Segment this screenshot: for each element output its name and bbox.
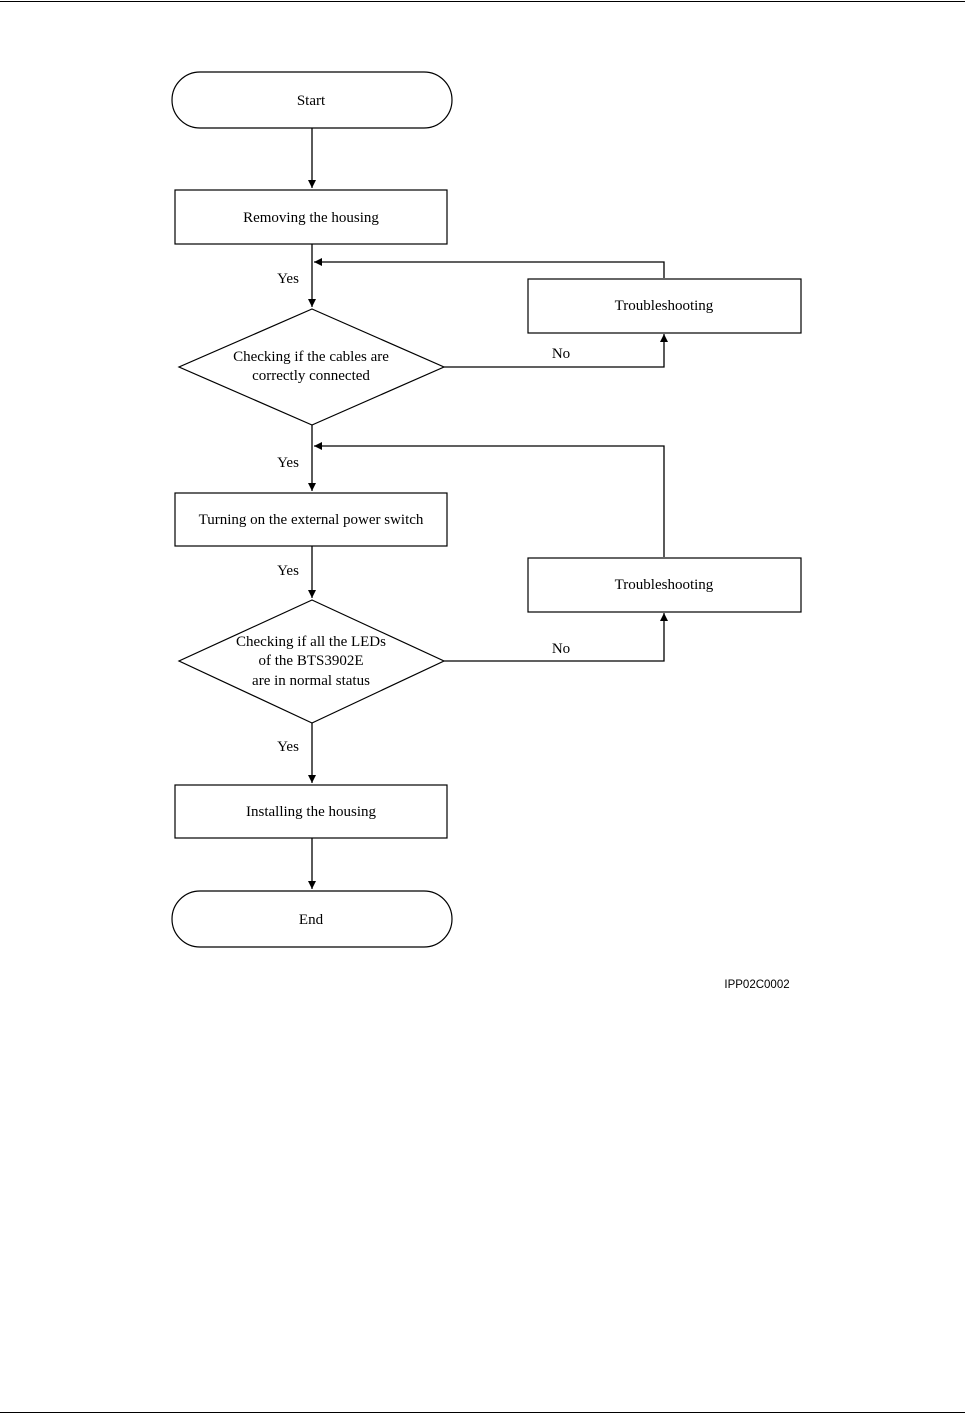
yes-label-4: Yes — [277, 739, 299, 755]
power-switch-label: Turning on the external power switch — [199, 512, 424, 528]
footer-rule — [0, 1412, 965, 1413]
check-cables-label-line-1: Checking if the cables are — [233, 349, 389, 365]
yes-label-1: Yes — [277, 271, 299, 287]
power-switch-process: Turning on the external power switch — [175, 493, 447, 546]
no-label-2: No — [552, 641, 570, 657]
check-leds-decision: Checking if all the LEDs of the BTS3902E… — [179, 600, 444, 723]
check-cables-label-line-2: correctly connected — [252, 368, 370, 384]
start-terminator: Start — [172, 72, 452, 128]
check-leds-label-line-1: Checking if all the LEDs — [236, 634, 386, 650]
check-leds-label-line-3: are in normal status — [252, 673, 370, 689]
no-label-1: No — [552, 346, 570, 362]
figure-code: IPP02C0002 — [724, 979, 789, 991]
arrow-troubleshooting-1-return — [314, 262, 664, 278]
install-housing-label: Installing the housing — [246, 804, 376, 820]
yes-label-2: Yes — [277, 455, 299, 471]
end-terminator: End — [172, 891, 452, 947]
end-label: End — [299, 912, 324, 928]
troubleshooting-1-label: Troubleshooting — [615, 298, 714, 314]
check-cables-decision: Checking if the cables are correctly con… — [179, 309, 444, 425]
troubleshooting-2-label: Troubleshooting — [615, 577, 714, 593]
troubleshooting-1-process: Troubleshooting — [528, 279, 801, 333]
yes-label-3: Yes — [277, 563, 299, 579]
install-housing-process: Installing the housing — [175, 785, 447, 838]
remove-housing-process: Removing the housing — [175, 190, 447, 244]
remove-housing-label: Removing the housing — [243, 210, 379, 226]
troubleshooting-2-process: Troubleshooting — [528, 558, 801, 612]
start-label: Start — [297, 93, 326, 109]
check-leds-label-line-2: of the BTS3902E — [259, 653, 364, 669]
